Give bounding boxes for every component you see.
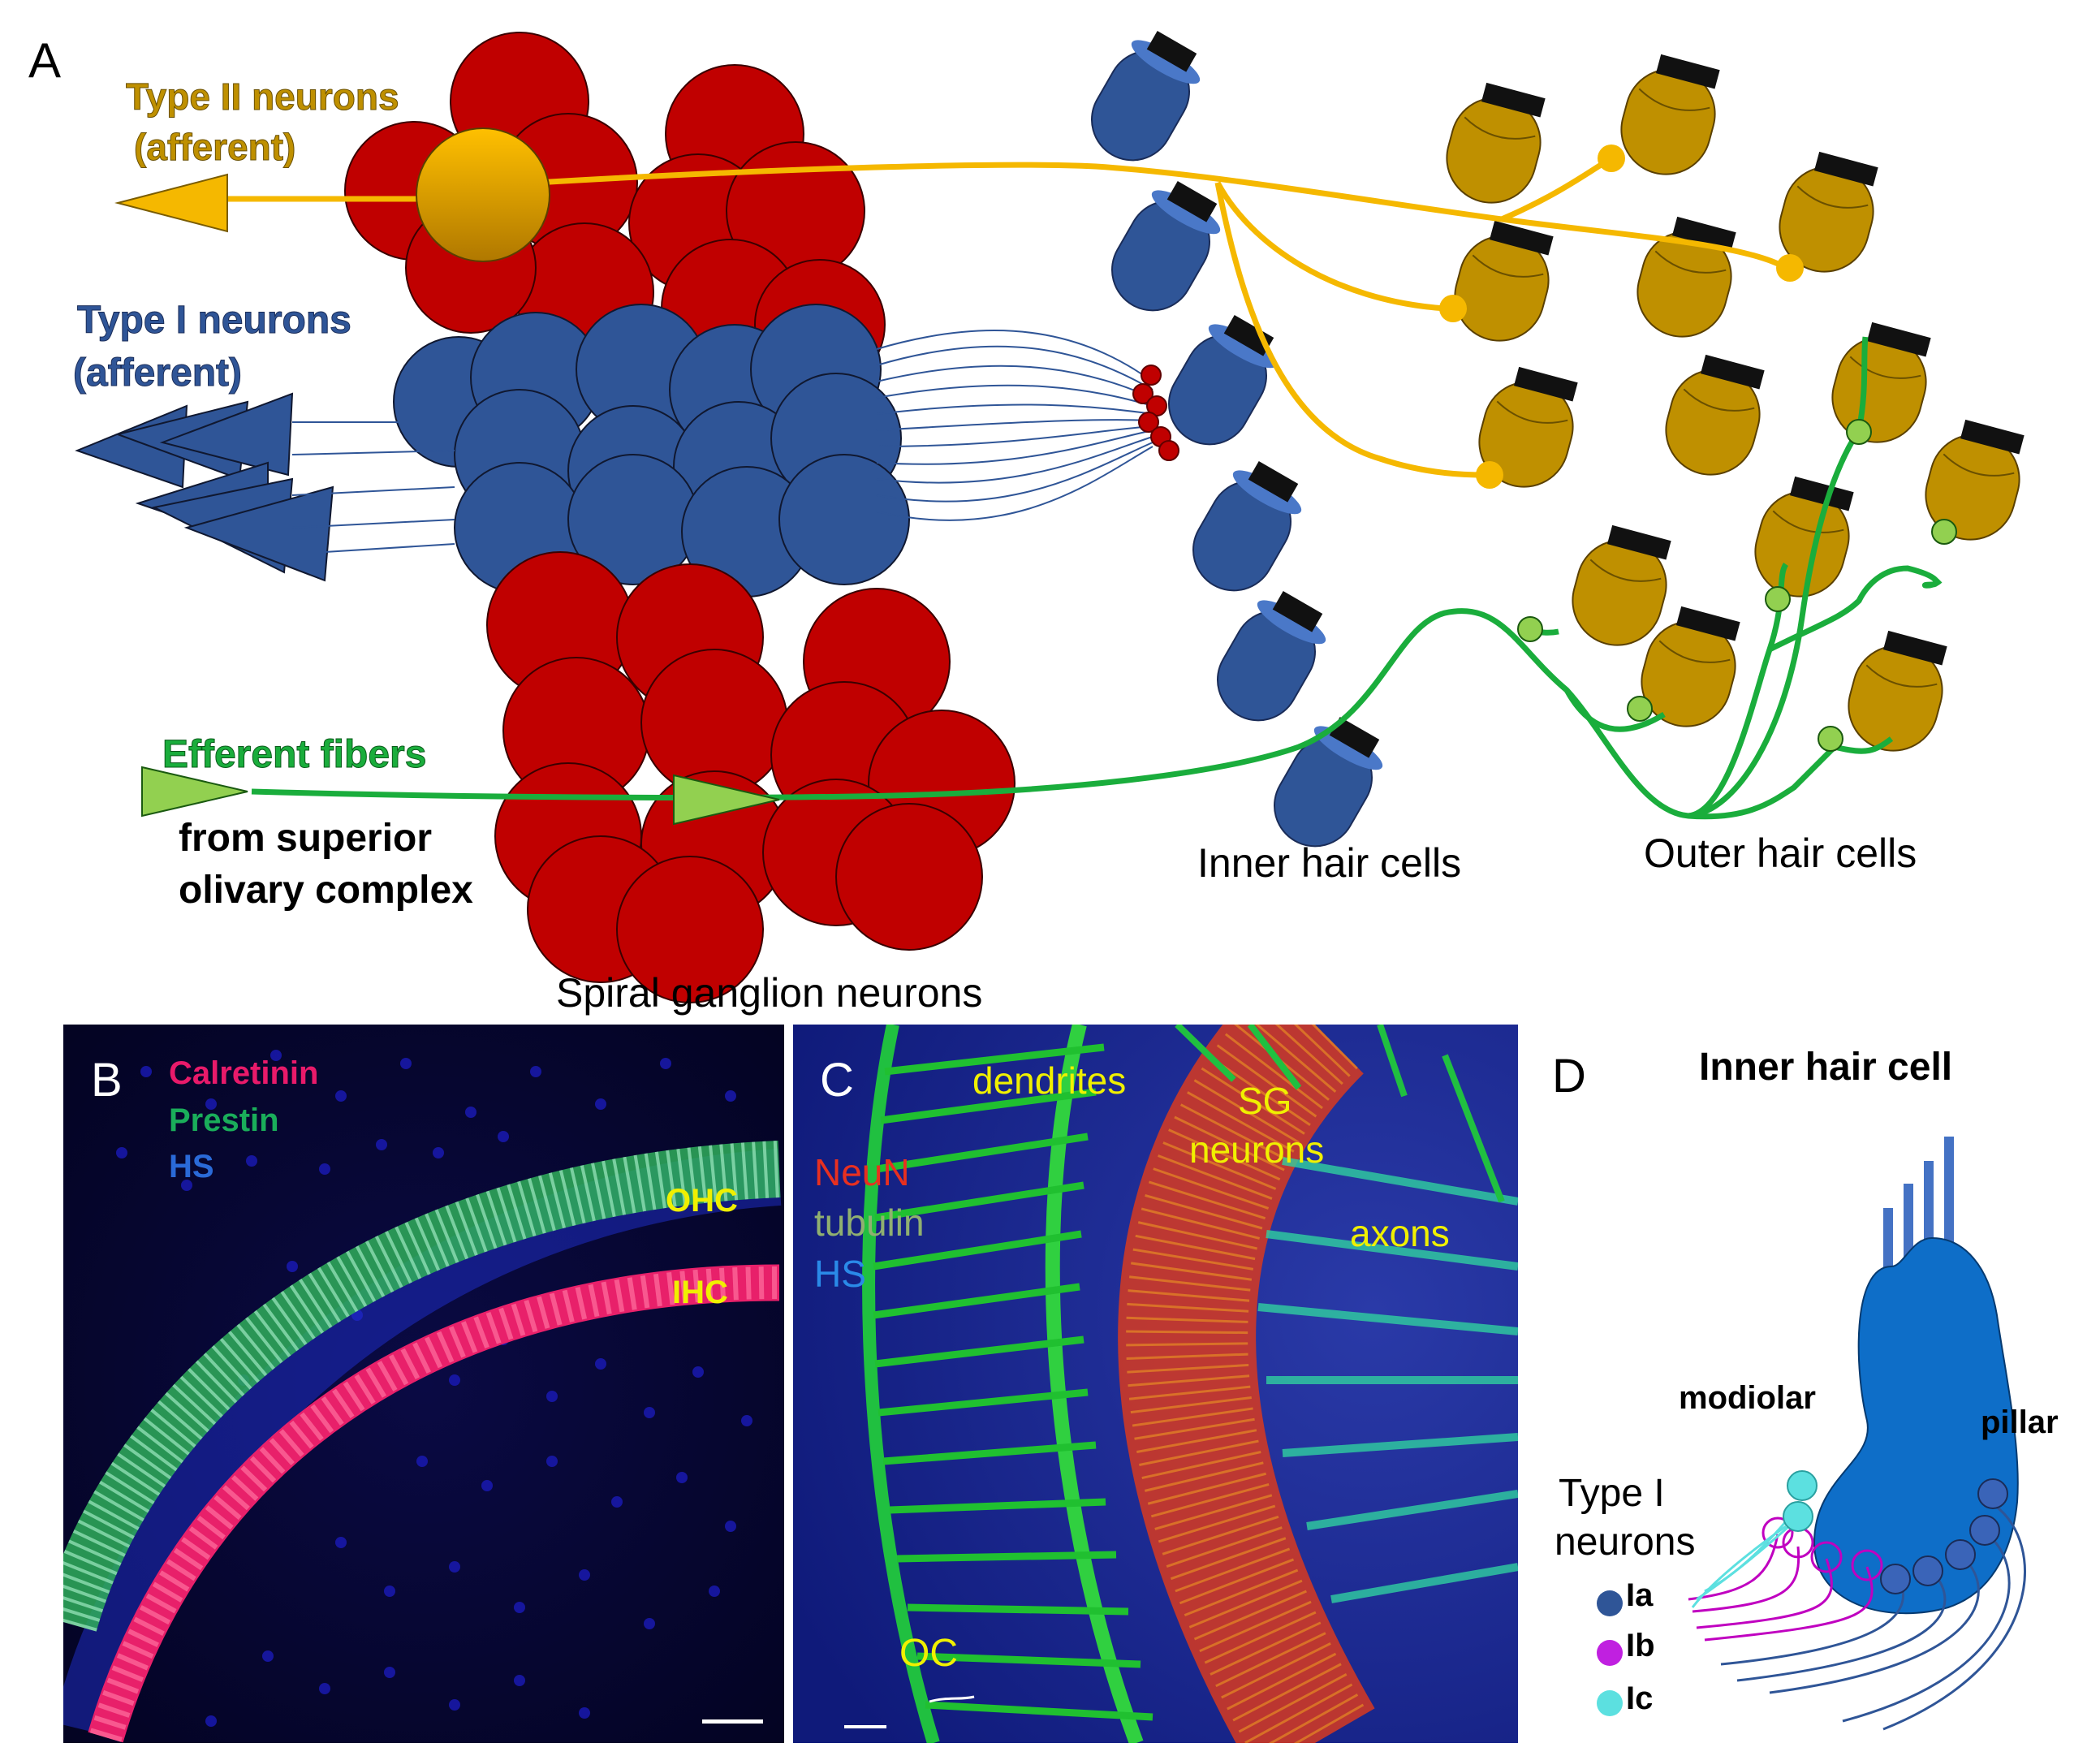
type2-label-line2: (afferent) — [134, 126, 295, 168]
sgn-label: Spiral ganglion neurons — [556, 970, 982, 1016]
green-outer-edge-c — [862, 1025, 940, 1743]
type1-arrowheads — [75, 392, 334, 582]
axon-fibers-top-c — [1175, 1025, 1505, 1203]
legend-ic-dot — [1597, 1690, 1623, 1716]
legend-ic-label: Ic — [1626, 1680, 1653, 1716]
type2-arrowhead — [114, 173, 228, 233]
ohc-band-b — [63, 1141, 781, 1632]
nuclei-dots-b — [116, 1050, 752, 1727]
panel-c-legend-hs: HS — [814, 1253, 866, 1295]
inner-hair-cells — [1091, 31, 1383, 848]
ihc-body — [1813, 1236, 2019, 1615]
panel-d-letter: D — [1552, 1050, 1586, 1102]
panel-d: D Inner hair cell — [1552, 1046, 2059, 1731]
panel-b-ohc-label: OHC — [666, 1183, 738, 1219]
neuron-band-texture-c — [1126, 1025, 1368, 1743]
panel-a: A Type II neurons (afferent) Type I neur… — [28, 31, 2025, 1016]
panel-d-modiolar-label: modiolar — [1679, 1380, 1816, 1416]
panel-d-type1-line2: neurons — [1555, 1521, 1695, 1564]
ihc-band-b — [88, 1264, 780, 1743]
efferent-arrowheads — [141, 766, 780, 826]
scale-bar-c — [844, 1725, 886, 1728]
panel-d-pillar-label: pillar — [1981, 1404, 2059, 1440]
panel-b-legend-hs: HS — [169, 1149, 214, 1184]
panel-c-dendrites-label: dendrites — [972, 1059, 1126, 1102]
efferent-label-line2: olivary complex — [179, 869, 473, 912]
axon-fibers-c — [1257, 1157, 1518, 1603]
ic-boutons — [1783, 1470, 1818, 1532]
ib-fibers — [1688, 1534, 1874, 1642]
type1-dendrites — [876, 330, 1153, 521]
type2-fiber — [219, 155, 1787, 478]
legend-ia-dot — [1597, 1590, 1623, 1616]
panel-b-legend-prestin: Prestin — [169, 1102, 279, 1138]
panel-c-axons-label: axons — [1350, 1212, 1450, 1254]
stereocilia — [1883, 1137, 1954, 1273]
ohc-label: Outer hair cells — [1644, 831, 1917, 876]
ihc-label: Inner hair cells — [1197, 840, 1461, 886]
radial-fibers-c — [873, 1043, 1153, 1721]
panel-b-ihc-label: IHC — [672, 1275, 728, 1310]
type2-neuron-soma — [416, 127, 550, 262]
panel-b — [63, 1025, 784, 1743]
panel-c-legend-tubulin: tubulin — [814, 1202, 925, 1244]
type1-label-line1: Type I neurons — [77, 299, 351, 342]
type1-axons — [291, 421, 455, 553]
panel-b-letter: B — [91, 1054, 123, 1107]
panel-c-legend-neun: NeuN — [814, 1151, 910, 1193]
legend-ia-label: Ia — [1626, 1577, 1654, 1613]
type1-synapses — [1132, 365, 1179, 461]
efferent-label-title: Efferent fibers — [162, 733, 426, 776]
legend-ib-dot — [1597, 1640, 1623, 1666]
scale-bar-b — [702, 1719, 763, 1724]
panel-d-title: Inner hair cell — [1699, 1046, 1952, 1089]
panel-a-letter: A — [28, 33, 61, 88]
panel-c — [793, 1025, 1518, 1743]
panel-b-legend-calretinin: Calretinin — [169, 1055, 318, 1091]
type2-boutons — [1439, 145, 1804, 489]
efferent-boutons — [1517, 419, 1957, 752]
panel-c-sg-label-line1: SG — [1238, 1080, 1291, 1122]
outer-hair-cells — [1446, 54, 2025, 752]
green-inner-arc-c — [1045, 1025, 1144, 1743]
panel-c-oc-label: OC — [899, 1632, 958, 1675]
panel-c-sg-label-line2: neurons — [1189, 1128, 1324, 1171]
ia-fibers — [1720, 1504, 2026, 1731]
panel-c-letter: C — [820, 1054, 854, 1107]
type1-label-line2: (afferent) — [73, 352, 242, 395]
oc-bracket-c — [929, 1695, 975, 1703]
type1-neuron-cluster — [393, 304, 910, 598]
ia-boutons — [1880, 1478, 2008, 1594]
legend-ib-label: Ib — [1626, 1628, 1655, 1663]
type2-label-line1: Type II neurons — [126, 76, 399, 118]
sgn-cluster-lower — [486, 551, 1016, 1003]
panel-d-type1-line1: Type I — [1559, 1472, 1665, 1515]
efferent-label-line1: from superior — [179, 817, 432, 860]
